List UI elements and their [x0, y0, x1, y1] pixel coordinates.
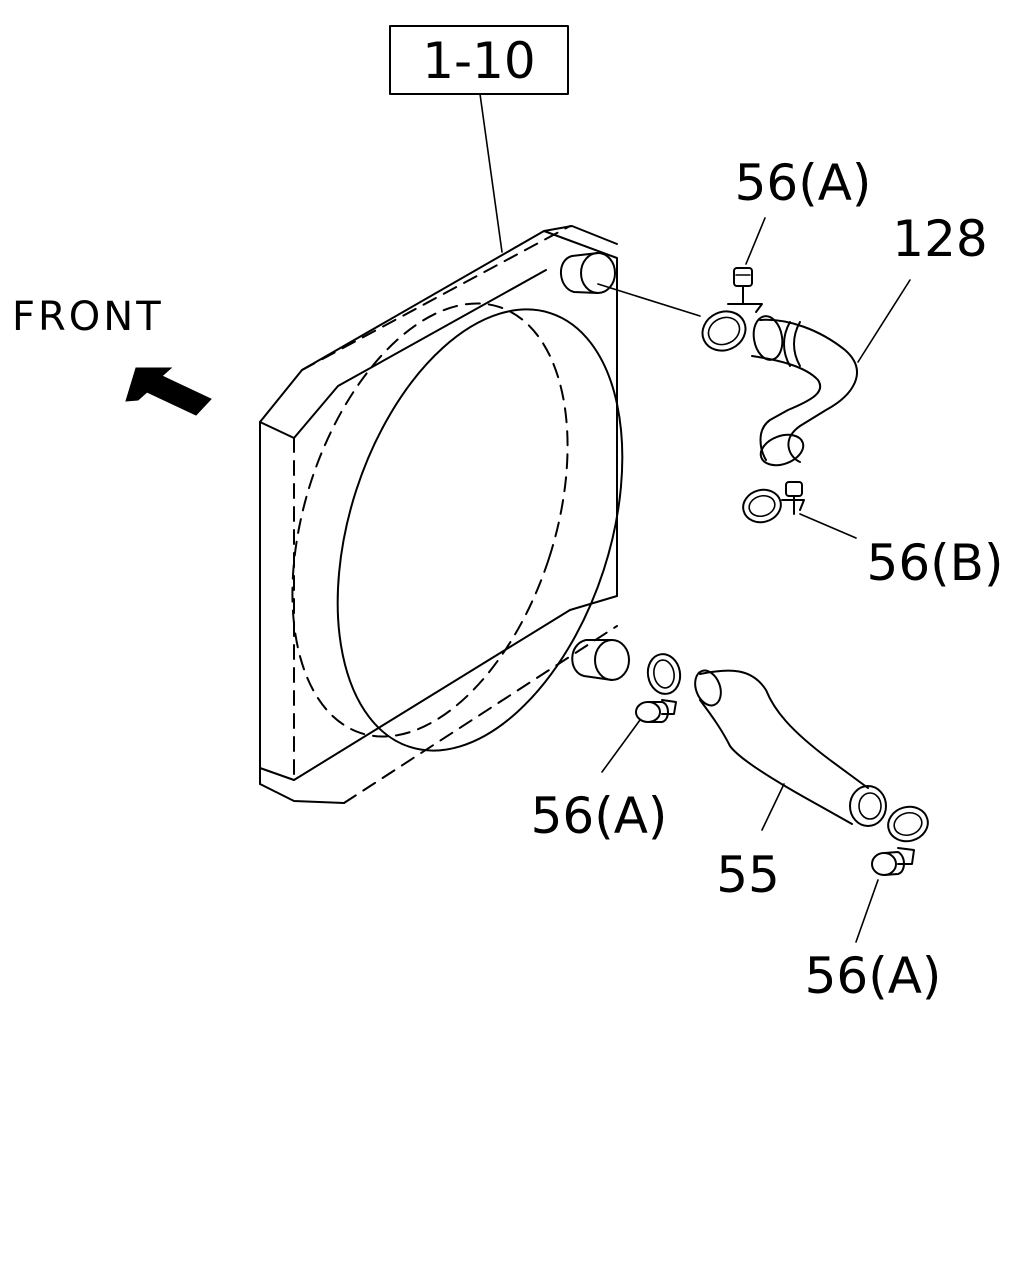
label-128: 128 — [892, 210, 987, 268]
upper-clamp-56a: 56(A) — [701, 154, 872, 352]
front-arrow-icon — [125, 367, 212, 416]
clamp-56b: 56(B) — [742, 481, 1004, 592]
lower-left-clamp-56a: 56(A) — [531, 653, 682, 845]
assembly-ref-callout: 1-10 — [389, 25, 569, 253]
label-56a-lower-right: 56(A) — [805, 947, 942, 1005]
upper-hose-128: 128 — [751, 210, 988, 467]
lower-hose-55: 55 — [694, 669, 887, 904]
lower-right-clamp-56a: 56(A) — [805, 805, 942, 1005]
radiator-shroud — [259, 225, 630, 804]
front-label: FRONT — [12, 294, 164, 340]
label-56b: 56(B) — [867, 534, 1004, 592]
label-55: 55 — [716, 846, 780, 904]
assembly-ref-label: 1-10 — [422, 32, 535, 90]
label-56a-upper: 56(A) — [735, 154, 872, 212]
label-56a-lower-left: 56(A) — [531, 787, 668, 845]
front-indicator: FRONT — [12, 294, 212, 416]
